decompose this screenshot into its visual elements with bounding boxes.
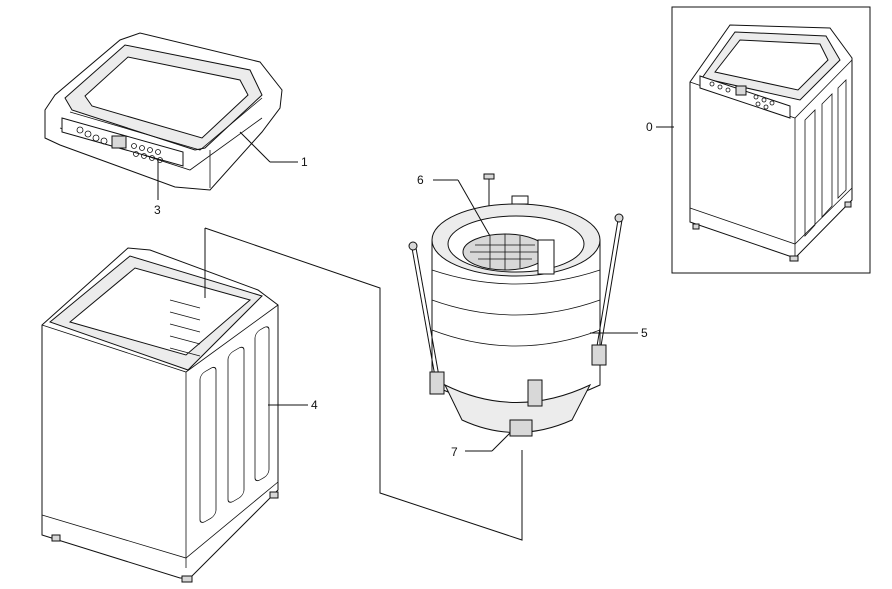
label-cabinet: 4: [311, 398, 318, 412]
label-outer-tub: 5: [641, 326, 648, 340]
panel-buttons: [76, 126, 163, 163]
label-lid: 1: [301, 155, 308, 169]
cabinet-part: [41, 247, 279, 583]
top-cover-part: [44, 32, 283, 191]
label-motor-base: 7: [451, 445, 458, 459]
label-control-panel: 3: [154, 203, 161, 217]
label-inner-basket: 6: [417, 173, 424, 187]
assembly-guide-lines: [204, 227, 523, 541]
basket-mesh: [470, 234, 540, 270]
inner-vents: [169, 299, 201, 357]
label-complete-assembly: 0: [646, 120, 653, 134]
complete-washer-part: [689, 24, 853, 262]
tub-assembly-part: [408, 173, 624, 437]
